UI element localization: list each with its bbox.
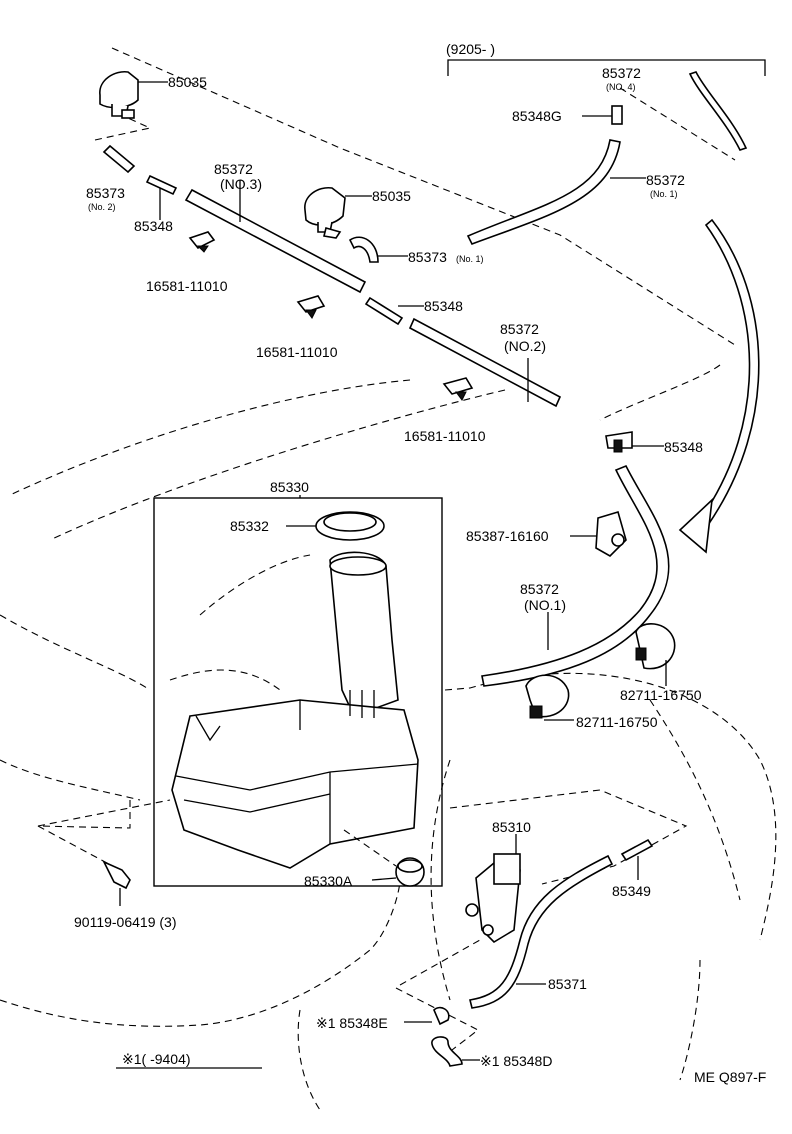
label-82711-b: 82711-16750	[576, 714, 658, 730]
hose-85373-no1	[348, 236, 379, 263]
label-85372-no3: 85372	[214, 161, 253, 177]
tank-85330	[171, 551, 419, 869]
label-85373-no1: 85373	[408, 249, 447, 265]
hose-85372-no3	[184, 188, 367, 294]
label-85332: 85332	[230, 518, 269, 534]
label-85372-no2: 85372	[500, 321, 539, 337]
label-85372-no4: 85372	[602, 65, 641, 81]
label-85371: 85371	[548, 976, 587, 992]
tank-cap-85332	[315, 511, 385, 541]
label-85387: 85387-16160	[466, 528, 549, 544]
joint-85348-b	[364, 296, 404, 326]
hose-85372-no1-lower	[481, 464, 670, 687]
label-85372-no1-upper-note: (No. 1)	[650, 189, 678, 199]
label-85373-no1-note: (No. 1)	[456, 254, 484, 264]
mid-nozzle-85035	[304, 186, 346, 239]
bracket-85387	[595, 511, 627, 557]
label-85348-b: 85348	[424, 298, 463, 314]
joint-85348-a	[145, 174, 178, 196]
date-bracket	[447, 59, 766, 76]
bolt-90119	[102, 860, 131, 890]
tank-box	[153, 495, 443, 887]
label-85348G: 85348G	[512, 108, 562, 124]
label-82711-a: 82711-16750	[620, 687, 702, 703]
label-85349: 85349	[612, 883, 651, 899]
hose-85371	[469, 854, 614, 1009]
label-85348-c: 85348	[664, 439, 703, 455]
hose-85373-no2	[102, 144, 136, 174]
label-16581-b: 16581-11010	[256, 344, 338, 360]
date-range-label: (9205- )	[446, 41, 495, 57]
label-85348D: ※1 85348D	[480, 1053, 552, 1069]
label-85035-top: 85035	[168, 74, 207, 90]
labels: (9205- ) 85035 85372 (NO. 4) 85348G 8537…	[74, 41, 766, 1085]
clip-16581-b	[296, 295, 326, 319]
body-outline	[0, 47, 777, 1111]
label-85372-no2-note: (NO.2)	[504, 338, 546, 354]
label-16581-c: 16581-11010	[404, 428, 486, 444]
label-85372-no3-note: (NO.3)	[220, 176, 262, 192]
label-85330A: 85330A	[304, 873, 353, 889]
label-85348-a: 85348	[134, 218, 173, 234]
joint-85348-c	[605, 431, 633, 453]
label-90119: 90119-06419 (3)	[74, 914, 176, 930]
clip-16581-c	[442, 377, 474, 401]
label-16581-a: 16581-11010	[146, 278, 228, 294]
label-85330: 85330	[270, 479, 309, 495]
label-85372-no1: 85372	[520, 581, 559, 597]
footnote-label: ※1( -9404)	[122, 1051, 191, 1067]
label-85035-mid: 85035	[372, 188, 411, 204]
top-nozzle-85035	[94, 70, 152, 141]
label-85310: 85310	[492, 819, 531, 835]
valve-85349	[620, 838, 654, 862]
hose-85372-no2	[408, 317, 562, 408]
label-85373-no2-note: (No. 2)	[88, 202, 116, 212]
label-85372-no1-upper: 85372	[646, 172, 685, 188]
joint-85348E	[433, 1006, 450, 1026]
direction-arrow	[678, 218, 760, 554]
hose-85372-no4	[688, 71, 748, 151]
clamp-82711-a	[635, 623, 676, 670]
clamp-82711-b	[525, 674, 570, 719]
label-85372-no4-note: (NO. 4)	[606, 82, 636, 92]
clip-16581-a	[188, 231, 216, 253]
hose-85372-no1-upper	[466, 139, 621, 246]
joint-85348G	[611, 105, 623, 125]
diagram-code: ME Q897-F	[694, 1069, 766, 1085]
label-85373-no2: 85373	[86, 185, 125, 201]
grommet-85330A	[395, 857, 425, 887]
label-85372-no1-note: (NO.1)	[524, 597, 566, 613]
pump-85310	[465, 853, 521, 944]
joint-85348D	[431, 1036, 463, 1067]
label-85348E: ※1 85348E	[316, 1015, 388, 1031]
